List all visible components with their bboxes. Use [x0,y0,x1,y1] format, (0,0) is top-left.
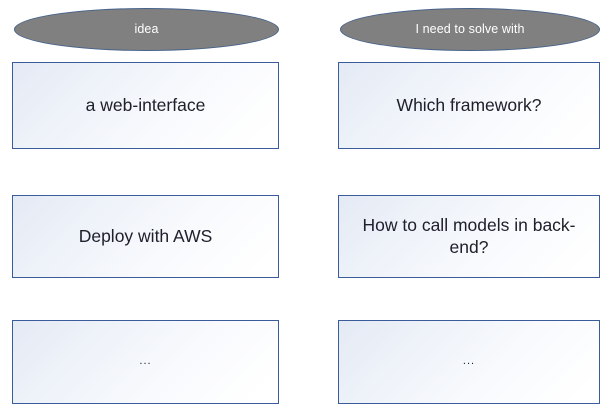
box-which-framework[interactable]: Which framework? [338,62,600,149]
box-right-more-label: ... [462,355,476,368]
box-a-web-interface-label: a web-interface [85,94,206,115]
ellipse-i-need-to-solve-with-label: I need to solve with [415,22,525,37]
box-right-more[interactable]: ... [338,320,600,404]
ellipse-idea-label: idea [134,22,159,37]
ellipse-idea[interactable]: idea [14,8,279,51]
box-how-to-call-models-in-backend[interactable]: How to call models in back-end? [338,195,600,278]
box-deploy-with-aws-label: Deploy with AWS [78,225,213,246]
box-left-more[interactable]: ... [12,320,279,404]
box-how-to-call-models-in-backend-label: How to call models in back-end? [362,215,576,257]
box-left-more-label: ... [139,355,152,368]
box-which-framework-label: Which framework? [396,94,542,115]
ellipse-i-need-to-solve-with[interactable]: I need to solve with [340,8,600,51]
box-deploy-with-aws[interactable]: Deploy with AWS [12,195,279,278]
box-a-web-interface[interactable]: a web-interface [12,62,279,149]
